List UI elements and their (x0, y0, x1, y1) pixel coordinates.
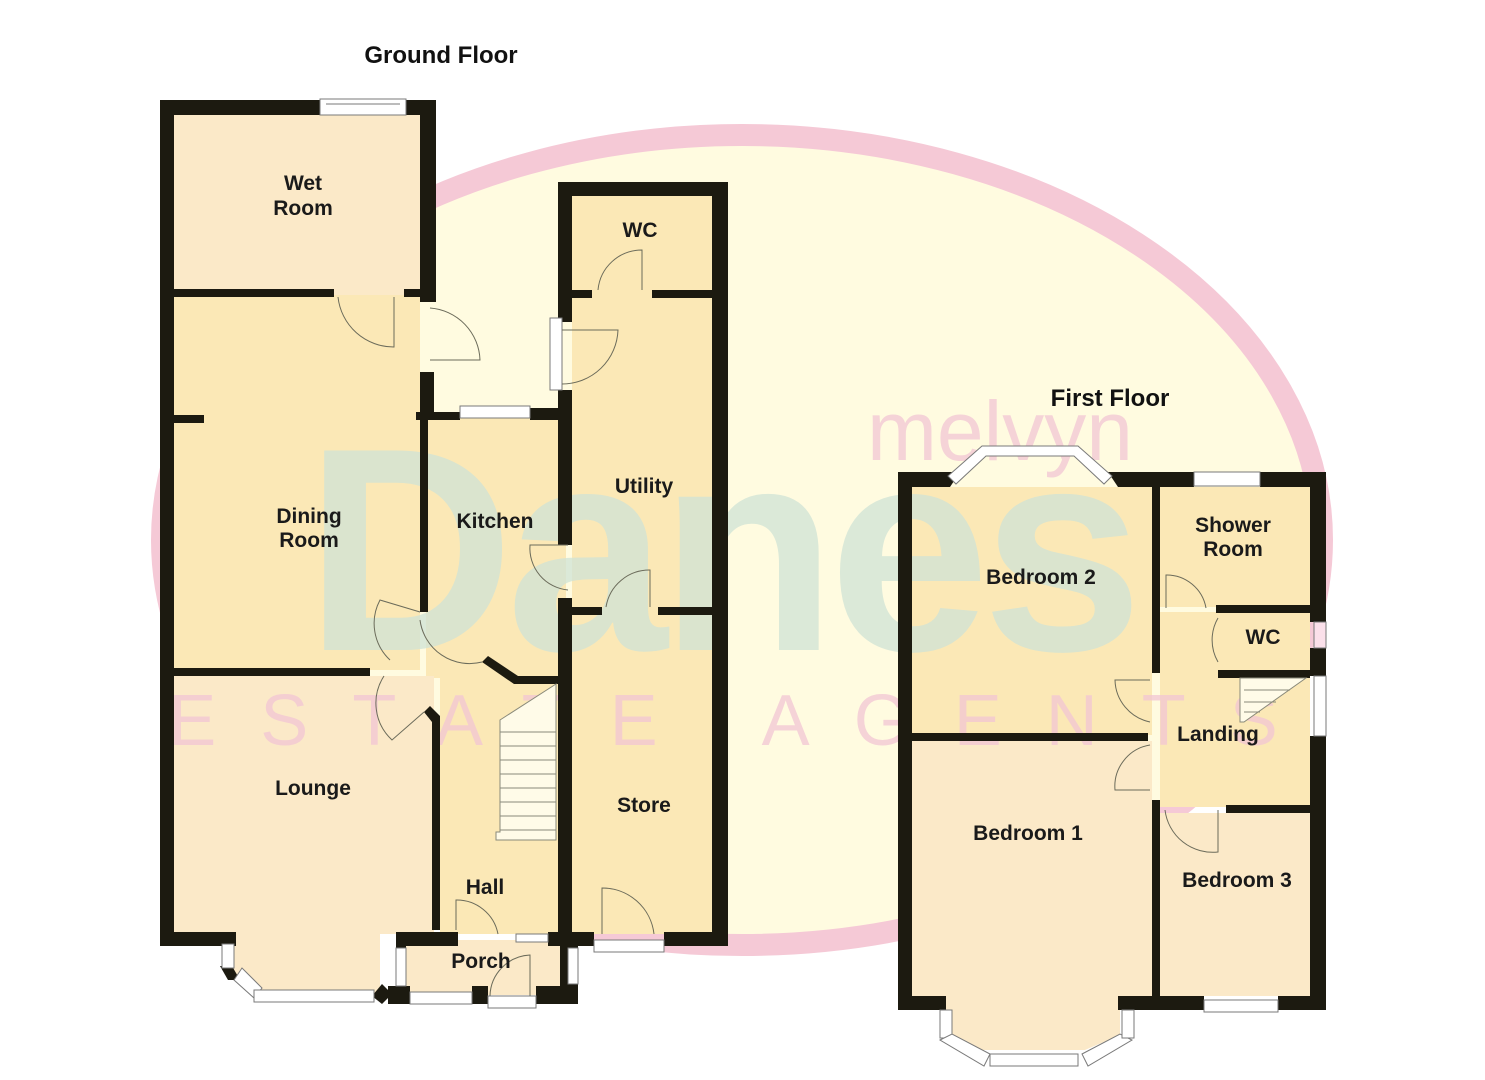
room-label-hall: Hall (466, 876, 505, 899)
window-porch-top (515, 933, 549, 943)
dining-room-fill (174, 295, 420, 670)
window-utility (549, 317, 563, 391)
window-lounge-bay-front (253, 989, 375, 1003)
kitchen-fill (426, 418, 566, 678)
porch-fill (405, 940, 570, 995)
landing-fill (1160, 612, 1310, 807)
room-label-wet-room-line2: Room (273, 197, 333, 220)
room-label-dining-room-line2: Room (279, 529, 339, 552)
room-label-bedroom-3: Bedroom 3 (1182, 869, 1292, 892)
first-floor-fills (912, 487, 1310, 1050)
ground-floor-title: Ground Floor (364, 42, 517, 69)
door-kitchen-utility (529, 544, 569, 591)
store-fill (572, 614, 714, 934)
wc-fill (572, 196, 714, 294)
door-bedroom-1 (1114, 744, 1151, 791)
room-label-bedroom-2: Bedroom 2 (986, 566, 1096, 589)
room-label-first-wc: WC (1246, 626, 1281, 649)
window-landing (1313, 675, 1327, 737)
room-label-utility: Utility (615, 475, 674, 498)
first-floor-walls (898, 472, 1326, 1010)
ground-floor-windows (221, 98, 665, 1009)
window-first-wc (1313, 621, 1327, 649)
room-label-landing: Landing (1177, 723, 1259, 746)
lounge-fill (174, 676, 434, 934)
first-floor-title: First Floor (1051, 385, 1170, 412)
bedroom-1-bay-fill (945, 996, 1120, 1050)
room-label-ground-wc: WC (623, 219, 658, 242)
door-shower-room (1165, 574, 1207, 609)
door-lounge-hall (375, 675, 425, 741)
bedroom-1-fill (912, 741, 1152, 996)
door-dining-hall (373, 599, 421, 661)
door-first-wc (1211, 617, 1219, 663)
bedroom-3-fill (1160, 813, 1310, 996)
first-floor-doors (1114, 574, 1219, 853)
room-label-store: Store (617, 794, 671, 817)
door-wc (597, 249, 643, 291)
window-bedroom-1-right (1121, 1009, 1135, 1039)
door-kitchen-hall (419, 619, 483, 665)
room-label-shower-room-line2: Room (1203, 538, 1263, 561)
window-bedroom-3 (1203, 999, 1279, 1013)
door-utility-store (605, 569, 651, 608)
window-shower-room (1193, 471, 1261, 487)
room-label-lounge: Lounge (275, 777, 351, 800)
ground-floor-walls (160, 100, 728, 1004)
room-label-dining-room-line1: Dining (276, 505, 341, 528)
ground-floor-doors (337, 249, 655, 997)
door-store-swing (601, 887, 655, 935)
bedroom-2-fill (912, 487, 1152, 735)
door-wet-room (337, 296, 395, 348)
utility-fill (572, 294, 714, 614)
window-porch-front (409, 991, 473, 1005)
room-label-porch: Porch (451, 950, 511, 973)
window-bedroom-1-bay-right (1081, 1033, 1134, 1067)
door-porch-front-swing (489, 954, 531, 997)
labels: Ground Floor First Floor Wet Room WC Uti… (273, 42, 1292, 973)
room-label-wet-room-line1: Wet (284, 172, 322, 195)
ground-floor-fills (174, 115, 714, 995)
door-store-external (593, 939, 665, 953)
watermark-brand-sub: ESTATE AGENTS (168, 681, 1321, 761)
shower-room-fill (1160, 487, 1310, 607)
door-porch-front (487, 995, 537, 1009)
window-kitchen (459, 405, 531, 419)
room-label-shower-room-line1: Shower (1195, 514, 1271, 537)
window-bedroom-1-bay-front (989, 1053, 1079, 1067)
door-utility-side (561, 329, 619, 385)
door-hall-porch (455, 899, 499, 935)
window-porch-left (395, 947, 407, 987)
window-porch-right (567, 947, 579, 985)
first-floor-stairs (1239, 677, 1308, 723)
door-bedroom-2 (1114, 679, 1151, 723)
room-label-kitchen: Kitchen (456, 510, 533, 533)
door-bedroom-3 (1164, 809, 1219, 853)
wet-room-fill (174, 115, 420, 295)
window-bedroom-2-bay (947, 445, 1113, 485)
door-dining-to-kitchen-lobby (429, 307, 481, 361)
first-floor-windows (938, 445, 1327, 1067)
ground-floor-stairs (495, 683, 557, 841)
room-label-bedroom-1: Bedroom 1 (973, 822, 1083, 845)
window-wet-room (319, 98, 407, 116)
lounge-bay-fill (230, 934, 380, 995)
window-bedroom-1-left (939, 1009, 953, 1039)
window-lounge-left (221, 943, 235, 969)
